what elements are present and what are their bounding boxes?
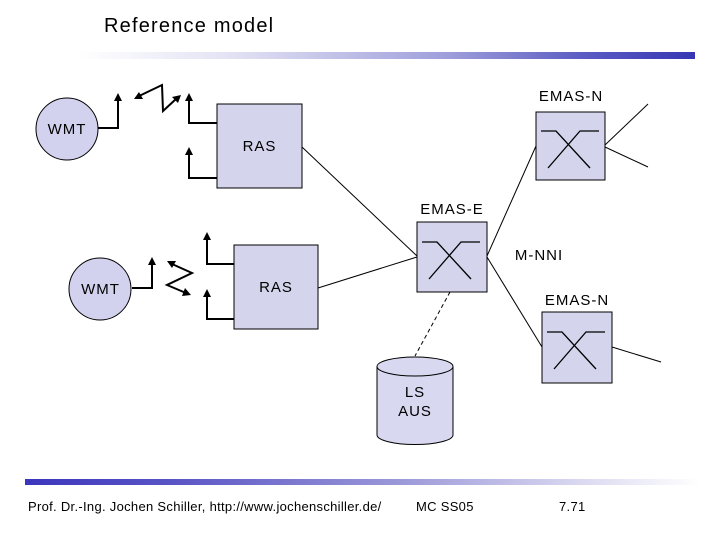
- link-emas-e-to-emas-n-bottom: [486, 256, 543, 348]
- emas-e-label: EMAS-E: [420, 200, 484, 218]
- m-nni-interface-label: M-NNI: [514, 246, 564, 264]
- ras-top-antenna-lower-icon: [185, 147, 217, 179]
- wmt-bottom-antenna-icon: [132, 257, 156, 289]
- radio-link-top-icon: [134, 83, 181, 114]
- ras-top-label: RAS: [242, 137, 277, 155]
- ls-aus-label-line2: AUS: [398, 403, 432, 420]
- network-links: [301, 103, 662, 363]
- emas-n-top-label: EMAS-N: [538, 87, 604, 105]
- ras-bottom-label: RAS: [259, 278, 293, 296]
- link-emas-n-top-out-upper: [604, 103, 649, 146]
- switch-fabric-icon: [547, 331, 605, 370]
- link-emas-n-top-out-lower: [604, 146, 649, 168]
- switch-fabric-icon: [422, 241, 480, 280]
- footer-page-number: 7.71: [559, 499, 586, 514]
- link-emas-n-bottom-out: [611, 346, 662, 363]
- switch-fabric-icon: [541, 130, 599, 169]
- ras-bottom-antenna-lower-icon: [203, 289, 234, 320]
- emas-n-top-switch: [535, 111, 606, 181]
- emas-n-bottom-switch: [541, 311, 613, 384]
- link-ras-bottom-to-emas-e: [317, 256, 418, 289]
- ls-aus-cylinder: [376, 356, 454, 445]
- wmt-bottom-circle: [68, 257, 132, 321]
- title-divider-rule: [78, 52, 695, 59]
- ras-top-box: [216, 103, 303, 189]
- ras-bottom-antenna-upper-icon: [203, 232, 234, 265]
- radio-link-bottom-icon: [164, 261, 195, 296]
- wmt-top-antenna-icon: [98, 93, 122, 129]
- link-ras-top-to-emas-e: [301, 146, 418, 257]
- footer-course: MC SS05: [416, 499, 474, 514]
- link-emas-e-to-ls-aus-dashed: [414, 291, 451, 357]
- footer-divider-rule: [25, 479, 700, 485]
- ls-aus-label: LS AUS: [377, 381, 453, 423]
- ls-aus-label-line1: LS: [404, 384, 426, 401]
- emas-e-switch: [416, 221, 488, 293]
- wmt-top-label: WMT: [47, 120, 87, 138]
- footer-author: Prof. Dr.-Ing. Jochen Schiller, http://w…: [28, 499, 382, 514]
- page-title: Reference model: [104, 15, 275, 37]
- ras-bottom-box: [233, 244, 319, 330]
- emas-n-bottom-label: EMAS-N: [544, 291, 610, 309]
- ras-top-antenna-upper-icon: [185, 93, 217, 124]
- wmt-bottom-label: WMT: [81, 281, 120, 298]
- link-emas-e-to-emas-n-top: [486, 145, 537, 257]
